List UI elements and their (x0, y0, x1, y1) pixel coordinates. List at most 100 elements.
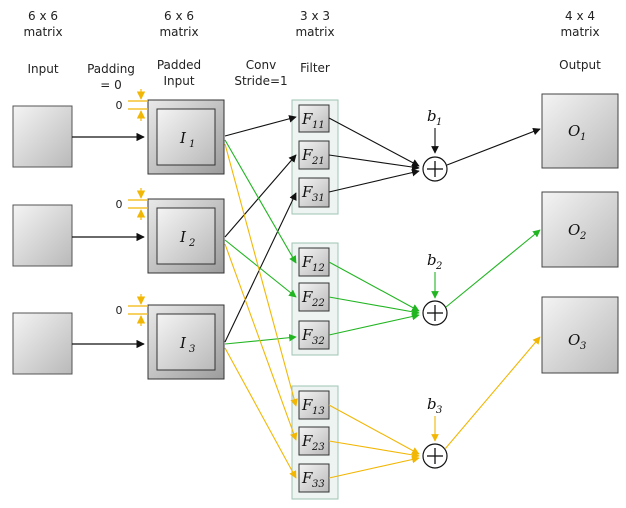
bias-3-subscript: 3 (436, 405, 442, 416)
filter-f13-symbol: F (301, 396, 313, 414)
filter-f32-subscript: 32 (312, 336, 325, 347)
filter-size-label: 3 x 3 (300, 9, 330, 23)
output-o3: O 3 (541, 296, 619, 374)
filter-f23-symbol: F (301, 432, 313, 450)
padded-input-2: I 2 (147, 198, 225, 274)
input-box-3 (12, 312, 73, 375)
sum-node-2 (422, 300, 448, 326)
arrow-f32-to-sum2 (328, 312, 420, 336)
padded-input-3-symbol: I (179, 334, 187, 352)
padded-input-2-subscript: 2 (188, 238, 195, 249)
padded-input-1-subscript: 1 (189, 139, 195, 150)
padded-size-label: 6 x 6 (164, 9, 194, 23)
padding-marker-1 (128, 89, 148, 121)
arrow-i1-to-f11 (224, 115, 297, 137)
arrow-f13-to-sum3 (328, 404, 420, 455)
output-o1: O 1 (541, 93, 619, 169)
arrow-f22-to-sum2 (328, 296, 420, 316)
filter-f32-symbol: F (301, 326, 313, 344)
output-kind-label: matrix (560, 25, 599, 39)
filter-f12-symbol: F (301, 253, 313, 271)
output-o2-subscript: 2 (579, 231, 586, 242)
filter-f13: F 13 (298, 390, 330, 420)
stride-label: Stride=1 (234, 74, 287, 88)
filter-f11-subscript: 11 (312, 120, 325, 131)
filter-f33-subscript: 33 (312, 479, 325, 490)
output-o2: O 2 (541, 191, 619, 268)
header-padding: Padding = 0 (87, 62, 135, 92)
bias-3-symbol: b (427, 395, 437, 413)
padded-label-line1: Padded (157, 58, 201, 72)
header-output: 4 x 4 matrix Output (559, 9, 601, 72)
padding-value-3: 0 (116, 304, 123, 317)
arrow-f21-to-sum1 (328, 154, 420, 171)
input-box-2 (12, 204, 73, 267)
padded-input-3-core (156, 313, 216, 371)
bias-1-symbol: b (427, 107, 437, 125)
arrow-f12-to-sum2 (328, 261, 420, 312)
bias-1-subscript: 1 (436, 117, 442, 128)
padded-input-3-subscript: 3 (189, 344, 195, 355)
arrow-i2-to-f21 (224, 154, 297, 238)
filter-f21-subscript: 21 (311, 156, 325, 167)
header-padded: 6 x 6 matrix Padded Input (157, 9, 201, 88)
bias-2-symbol: b (427, 251, 437, 269)
padded-input-2-symbol: I (179, 228, 187, 246)
arrow-f11-to-sum1 (328, 117, 420, 167)
output-o1-subscript: 1 (580, 132, 586, 143)
filter-f31-subscript: 31 (312, 193, 325, 204)
sum-node-1 (422, 156, 448, 182)
filter-f33-symbol: F (301, 469, 313, 487)
arrow-sum3-to-o3 (444, 336, 541, 450)
padded-kind-label: matrix (159, 25, 198, 39)
padding-marker-2 (128, 188, 148, 220)
arrow-i2-to-f23 (224, 243, 298, 441)
header-conv: Conv Stride=1 (234, 58, 287, 88)
filter-f23-subscript: 23 (311, 442, 325, 453)
arrow-i2-to-f22 (224, 239, 297, 298)
filter-f13-subscript: 13 (312, 406, 325, 417)
header-filter: 3 x 3 matrix Filter (295, 9, 334, 75)
input-kind-label: matrix (23, 25, 62, 39)
padded-label-line2: Input (163, 74, 194, 88)
padding-value-label: = 0 (100, 78, 122, 92)
filter-f21-symbol: F (301, 146, 313, 164)
output-column-label: Output (559, 58, 601, 72)
padding-value-1: 0 (116, 99, 123, 112)
bias-2-subscript: 2 (435, 261, 442, 272)
padding-label: Padding (87, 62, 135, 76)
output-o2-symbol: O (568, 221, 580, 239)
arrow-f33-to-sum3 (328, 455, 420, 479)
output-size-label: 4 x 4 (565, 9, 595, 23)
filter-f31-symbol: F (301, 183, 313, 201)
padded-input-2-core (156, 207, 216, 265)
conv-label: Conv (246, 58, 276, 72)
output-o3-subscript: 3 (580, 341, 586, 352)
filter-f22: F 22 (298, 282, 330, 312)
arrow-i1-to-f12 (224, 139, 297, 264)
padding-marker-3 (128, 294, 148, 326)
filter-f21: F 21 (298, 140, 330, 170)
arrow-sum1-to-o1 (446, 127, 541, 166)
filter-f33: F 33 (298, 463, 330, 493)
input-size-label: 6 x 6 (28, 9, 58, 23)
arrow-f23-to-sum3 (328, 440, 420, 459)
arrow-sum2-to-o2 (445, 229, 541, 308)
filter-column-label: Filter (300, 61, 330, 75)
filter-f23: F 23 (298, 426, 330, 456)
filter-f12-subscript: 12 (312, 263, 325, 274)
arrow-f31-to-sum1 (328, 168, 420, 193)
arrow-i1-to-f13 (224, 143, 298, 407)
filter-f22-symbol: F (301, 288, 313, 306)
padded-input-1-symbol: I (179, 129, 187, 147)
sum-node-3 (422, 443, 448, 469)
bias-1: b 1 (427, 107, 442, 154)
padded-input-1-core (156, 108, 216, 166)
filter-f22-subscript: 22 (311, 298, 325, 309)
padded-input-3: I 3 (147, 304, 225, 380)
filter-kind-label: matrix (295, 25, 334, 39)
filter-f11-symbol: F (301, 110, 313, 128)
filter-f31: F 31 (298, 177, 330, 208)
bias-3: b 3 (427, 395, 442, 442)
